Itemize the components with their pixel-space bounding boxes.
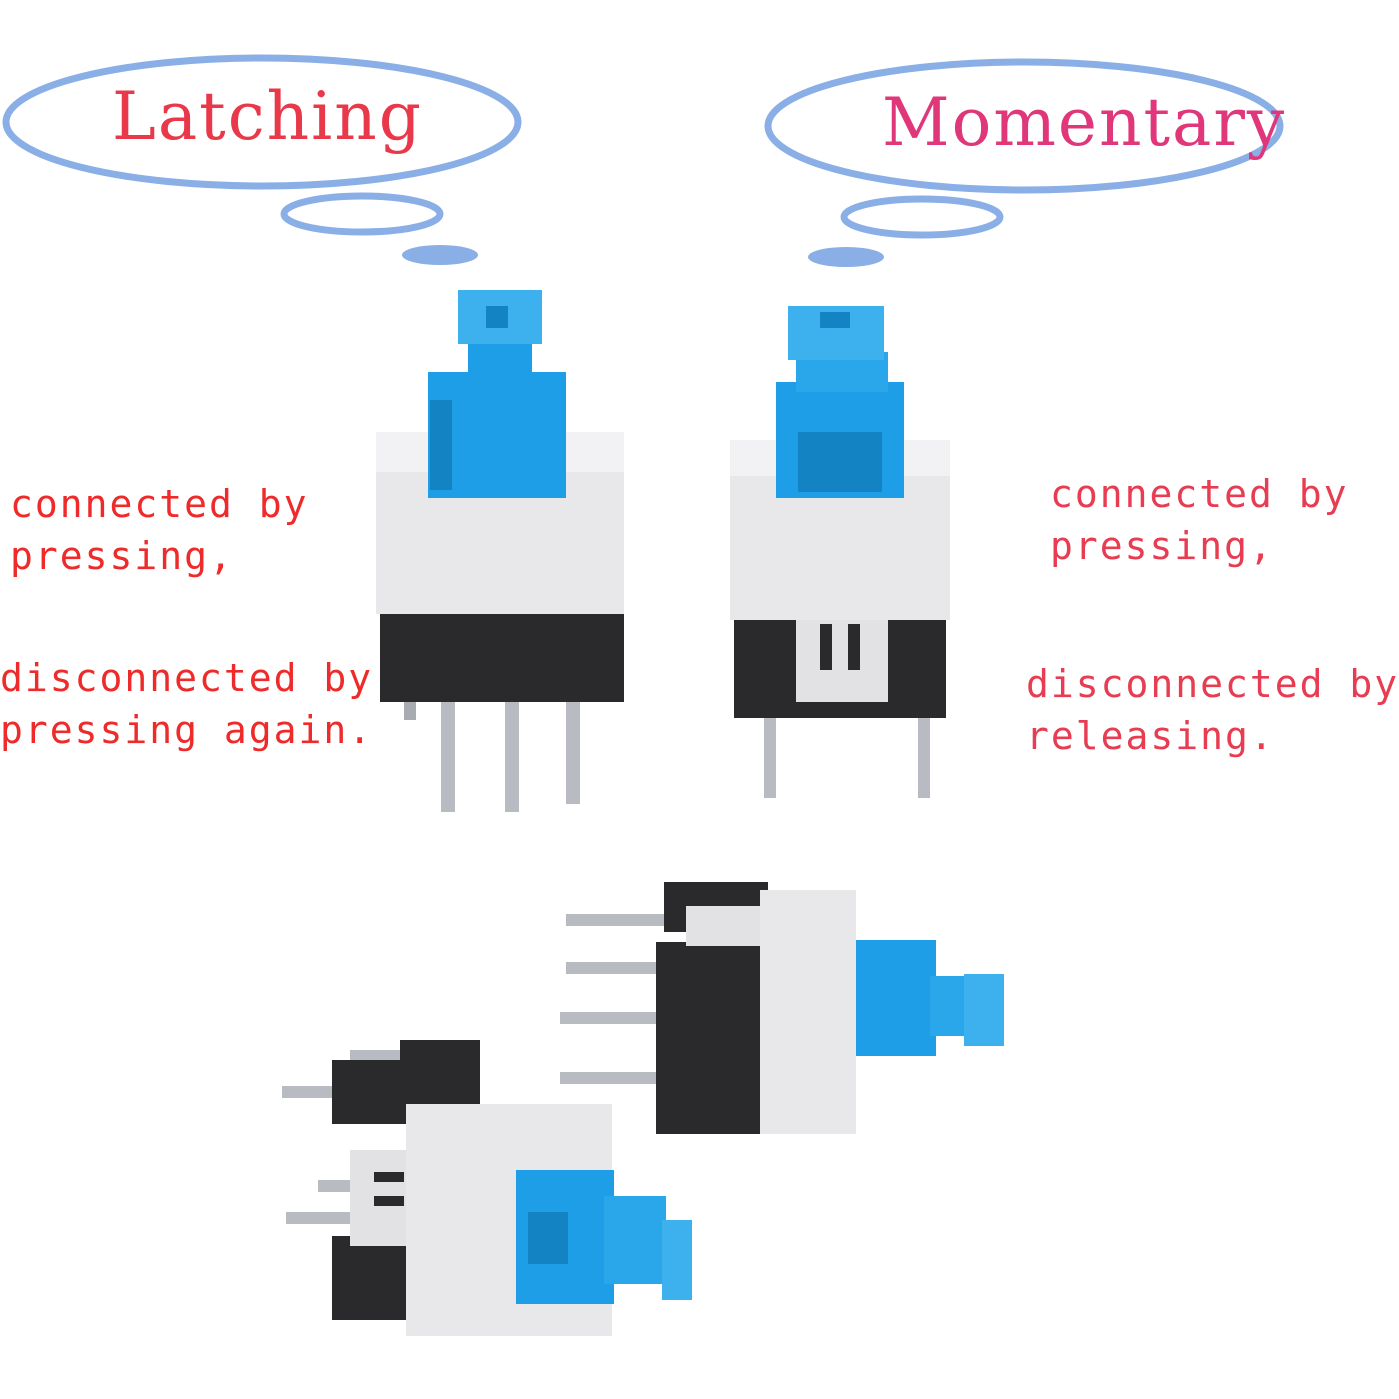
lower-switch-front-icon — [282, 1040, 692, 1336]
momentary-desc-line-1: connected by — [1050, 472, 1349, 516]
momentary-description-2: disconnected by releasing. — [1026, 658, 1399, 762]
momentary-title: Momentary — [882, 84, 1287, 161]
momentary-desc-line-3: disconnected by — [1026, 662, 1399, 706]
latching-desc-line-4: pressing again. — [0, 708, 374, 752]
latching-desc-line-3: disconnected by — [0, 656, 374, 700]
momentary-thought-bubble-icon — [764, 58, 1284, 239]
momentary-description: connected by pressing, — [1050, 468, 1349, 572]
lower-switch-back-icon — [560, 882, 1004, 1134]
latching-description: connected by pressing, — [10, 478, 309, 582]
momentary-desc-line-2: pressing, — [1050, 524, 1274, 568]
latching-description-2: disconnected by pressing again. — [0, 652, 373, 756]
momentary-desc-line-4: releasing. — [1026, 714, 1275, 758]
latching-bubble-dot-icon — [402, 245, 478, 265]
momentary-bubble-dot-icon — [808, 247, 884, 267]
latching-title: Latching — [112, 78, 424, 155]
latching-thought-bubble-icon — [2, 54, 522, 236]
momentary-switch-icon — [730, 306, 950, 798]
latching-desc-line-1: connected by — [10, 482, 309, 526]
latching-switch-icon — [376, 290, 624, 812]
latching-desc-line-2: pressing, — [10, 534, 234, 578]
